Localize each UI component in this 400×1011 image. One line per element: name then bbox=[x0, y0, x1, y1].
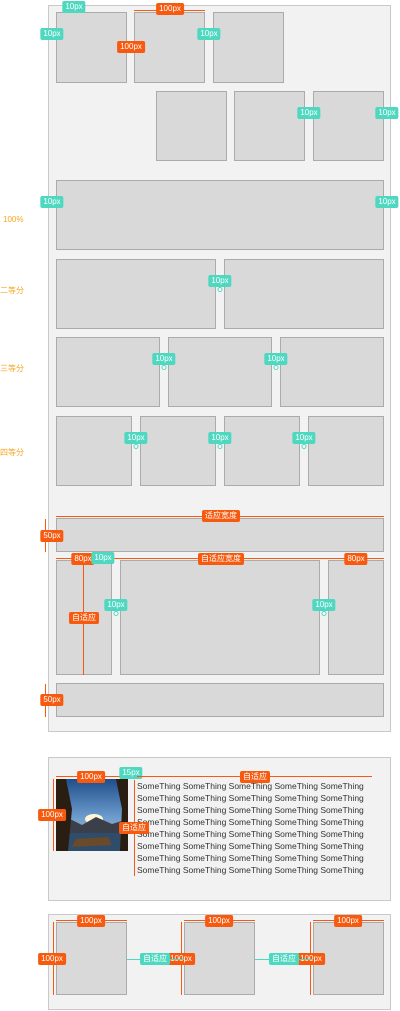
auto-width-tag: 自适应宽度 bbox=[198, 553, 244, 565]
half-box-2 bbox=[224, 259, 384, 329]
footer-bar-box bbox=[56, 683, 384, 717]
image-height-tag: 100px bbox=[38, 809, 66, 821]
landscape-photo bbox=[56, 779, 128, 851]
gutter-tag: 10px bbox=[152, 353, 176, 365]
gutter-pin bbox=[217, 287, 223, 292]
auto-height-tag: 自适应 bbox=[69, 612, 99, 624]
box-width-tag: 100px bbox=[334, 915, 362, 927]
gutter-pin bbox=[113, 611, 119, 616]
left-margin-tag: 10px bbox=[40, 28, 64, 40]
quarter-box-4 bbox=[308, 416, 384, 486]
text-line: SomeThing SomeThing SomeThing SomeThing … bbox=[137, 781, 364, 791]
gutter-tag: 10px bbox=[197, 28, 221, 40]
quarter-box-1 bbox=[56, 416, 132, 486]
box-width-tag: 100px bbox=[156, 3, 184, 15]
landscape-photo-icon bbox=[56, 779, 128, 851]
height-tag: 50px bbox=[40, 694, 64, 706]
gutter-tag: 10px bbox=[312, 599, 336, 611]
middle-column-box bbox=[120, 560, 320, 675]
gutter-tag: 10px bbox=[297, 107, 321, 119]
gutter-pin bbox=[321, 611, 327, 616]
gutter-tag: 10px bbox=[91, 552, 115, 564]
space-box-1 bbox=[56, 922, 127, 995]
height-tag: 50px bbox=[40, 530, 64, 542]
gutter-pin bbox=[301, 444, 307, 449]
gutter-tag: 10px bbox=[124, 432, 148, 444]
spacing-tag: 15px bbox=[119, 767, 143, 779]
top-margin-tag: 10px bbox=[62, 1, 86, 13]
auto-spacing-tag: 自适应 bbox=[269, 953, 299, 965]
float-left-box-3 bbox=[213, 12, 284, 83]
box-width-tag: 100px bbox=[205, 915, 233, 927]
left-margin-tag: 10px bbox=[40, 196, 64, 208]
label-quarters: 四等分 bbox=[0, 448, 24, 457]
gutter-tag: 10px bbox=[104, 599, 128, 611]
image-width-tag: 100px bbox=[77, 771, 105, 783]
gutter-tag: 10px bbox=[208, 275, 232, 287]
text-line: SomeThing SomeThing SomeThing SomeThing … bbox=[137, 841, 364, 851]
label-halves: 二等分 bbox=[0, 286, 24, 295]
text-line: SomeThing SomeThing SomeThing SomeThing … bbox=[137, 829, 364, 839]
right-column-box bbox=[328, 560, 384, 675]
gutter-tag: 10px bbox=[208, 432, 232, 444]
full-width-box bbox=[56, 180, 384, 250]
text-width-tag: 自适应 bbox=[240, 771, 270, 783]
quarter-box-2 bbox=[140, 416, 216, 486]
third-box-3 bbox=[280, 337, 384, 407]
gutter-tag: 10px bbox=[292, 432, 316, 444]
box-width-tag: 100px bbox=[77, 915, 105, 927]
text-line: SomeThing SomeThing SomeThing SomeThing … bbox=[137, 805, 364, 815]
media-body-text: SomeThing SomeThing SomeThing SomeThing … bbox=[137, 780, 364, 876]
gutter-pin bbox=[273, 365, 279, 370]
third-box-1 bbox=[56, 337, 160, 407]
label-full-width: 100% bbox=[3, 215, 24, 224]
adaptive-width-tag: 适应宽度 bbox=[202, 510, 240, 522]
header-bar-box bbox=[56, 518, 384, 552]
float-right-box-3 bbox=[313, 91, 384, 161]
text-line: SomeThing SomeThing SomeThing SomeThing … bbox=[137, 865, 364, 875]
float-right-box-1 bbox=[156, 91, 227, 161]
text-height-tag: 自适应 bbox=[119, 822, 149, 834]
auto-spacing-tag: 自适应 bbox=[140, 953, 170, 965]
box-height-tag: 100px bbox=[38, 953, 66, 965]
right-margin-tag: 10px bbox=[375, 196, 399, 208]
gutter-pin bbox=[217, 444, 223, 449]
gap-width-tag: 100px bbox=[117, 41, 145, 53]
label-thirds: 三等分 bbox=[0, 364, 24, 373]
quarter-box-3 bbox=[224, 416, 300, 486]
half-box-1 bbox=[56, 259, 216, 329]
float-right-box-2 bbox=[234, 91, 305, 161]
gutter-pin bbox=[133, 444, 139, 449]
fixed-width-tag: 80px bbox=[344, 553, 368, 565]
text-line: SomeThing SomeThing SomeThing SomeThing … bbox=[137, 817, 364, 827]
gutter-tag: 10px bbox=[264, 353, 288, 365]
text-line: SomeThing SomeThing SomeThing SomeThing … bbox=[137, 853, 364, 863]
float-left-box-1 bbox=[56, 12, 127, 83]
right-margin-tag: 10px bbox=[375, 107, 399, 119]
gutter-pin bbox=[161, 365, 167, 370]
fixed-width-tag: 80px bbox=[71, 553, 95, 565]
text-line: SomeThing SomeThing SomeThing SomeThing … bbox=[137, 793, 364, 803]
third-box-2 bbox=[168, 337, 272, 407]
